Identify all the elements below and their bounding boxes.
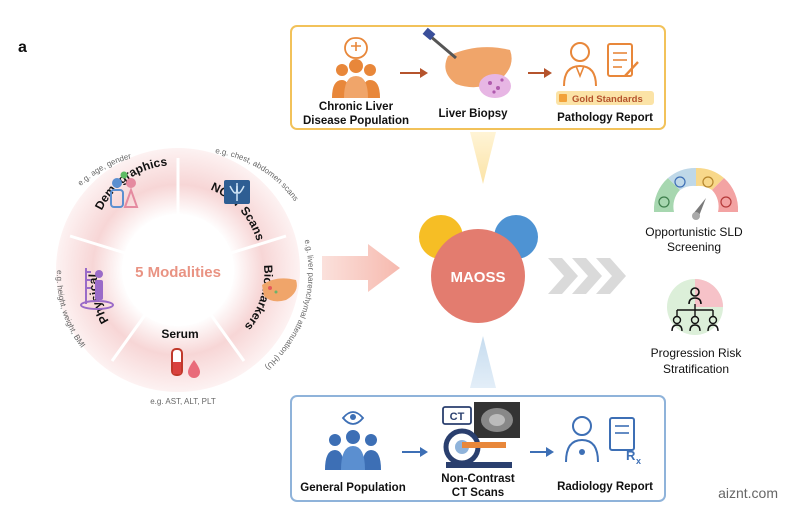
segment-serum-label: Serum — [161, 327, 198, 341]
modalities-to-maoss-arrow — [322, 244, 400, 292]
check-icon — [559, 94, 567, 102]
liver-biopsy-icon — [422, 27, 512, 98]
svg-text:R: R — [626, 448, 636, 463]
chronic-liver-label-line1: Chronic Liver — [319, 101, 394, 113]
top-arrow-2-head — [544, 68, 552, 78]
modalities-ring: 5 Modalities Demographics NCCT Scans Bio… — [55, 146, 316, 406]
top-arrow-1-head — [420, 68, 428, 78]
pathologist-icon — [563, 42, 597, 87]
liver-biopsy-label: Liver Biopsy — [438, 108, 508, 120]
screening-label-line2: Screening — [667, 240, 721, 254]
pathology-to-maoss-arrow — [470, 132, 496, 184]
stratification-label-line1: Progression Risk — [651, 346, 743, 360]
maoss-label: MAOSS — [450, 269, 505, 286]
bottom-arrow-2-head — [546, 447, 554, 457]
prescription-icon: R x — [609, 417, 641, 466]
radiologist-icon — [565, 416, 599, 463]
patient-population-icon — [332, 37, 380, 98]
people-icon — [110, 171, 139, 208]
svg-text:CT: CT — [450, 411, 465, 423]
stratification-output: Progression Risk Stratification — [651, 279, 743, 376]
general-population-label: General Population — [300, 482, 405, 494]
ct-scanner-icon: CT — [442, 402, 520, 468]
gold-standard-badge — [556, 91, 654, 105]
svg-text:x: x — [636, 456, 641, 466]
bottom-arrow-1-head — [420, 447, 428, 457]
pathology-report-label: Pathology Report — [557, 112, 653, 124]
hierarchy-icon — [667, 279, 723, 335]
stratification-label-line2: Stratification — [663, 362, 729, 376]
non-contrast-label-line1: Non-Contrast — [441, 473, 515, 485]
maoss-core — [431, 229, 525, 323]
ring-center — [122, 214, 234, 326]
bottom-pathway-box: General Population CT Non-Contrast CT Sc… — [290, 395, 666, 502]
panel-label: a — [18, 39, 27, 56]
radiology-report-label: Radiology Report — [557, 481, 653, 493]
non-contrast-label-line2: CT Scans — [452, 487, 504, 499]
screening-output: Opportunistic SLD Screening — [645, 167, 743, 254]
example-serum: e.g. AST, ALT, PLT — [150, 397, 216, 406]
ring-dividers — [69, 158, 287, 362]
screening-label-line1: Opportunistic SLD — [645, 225, 743, 239]
height-scale-icon — [80, 268, 114, 310]
chest-xray-icon — [224, 180, 250, 204]
risk-gauge-icon — [653, 167, 739, 220]
radiology-to-maoss-arrow — [470, 336, 496, 388]
modalities-center-label: 5 Modalities — [135, 264, 221, 281]
watermark: aiznt.com — [718, 485, 778, 501]
gold-standard-label: Gold Standards — [572, 94, 643, 105]
blood-tube-icon — [171, 348, 200, 378]
general-population-icon — [325, 411, 381, 470]
maoss-model: MAOSS — [419, 215, 538, 323]
chevron-arrows — [548, 258, 626, 294]
liver-icon — [262, 278, 297, 302]
chronic-liver-label-line2: Disease Population — [303, 115, 409, 127]
top-pathway-box: Chronic Liver Disease Population Liver B… — [290, 25, 666, 130]
report-icon — [607, 43, 639, 77]
